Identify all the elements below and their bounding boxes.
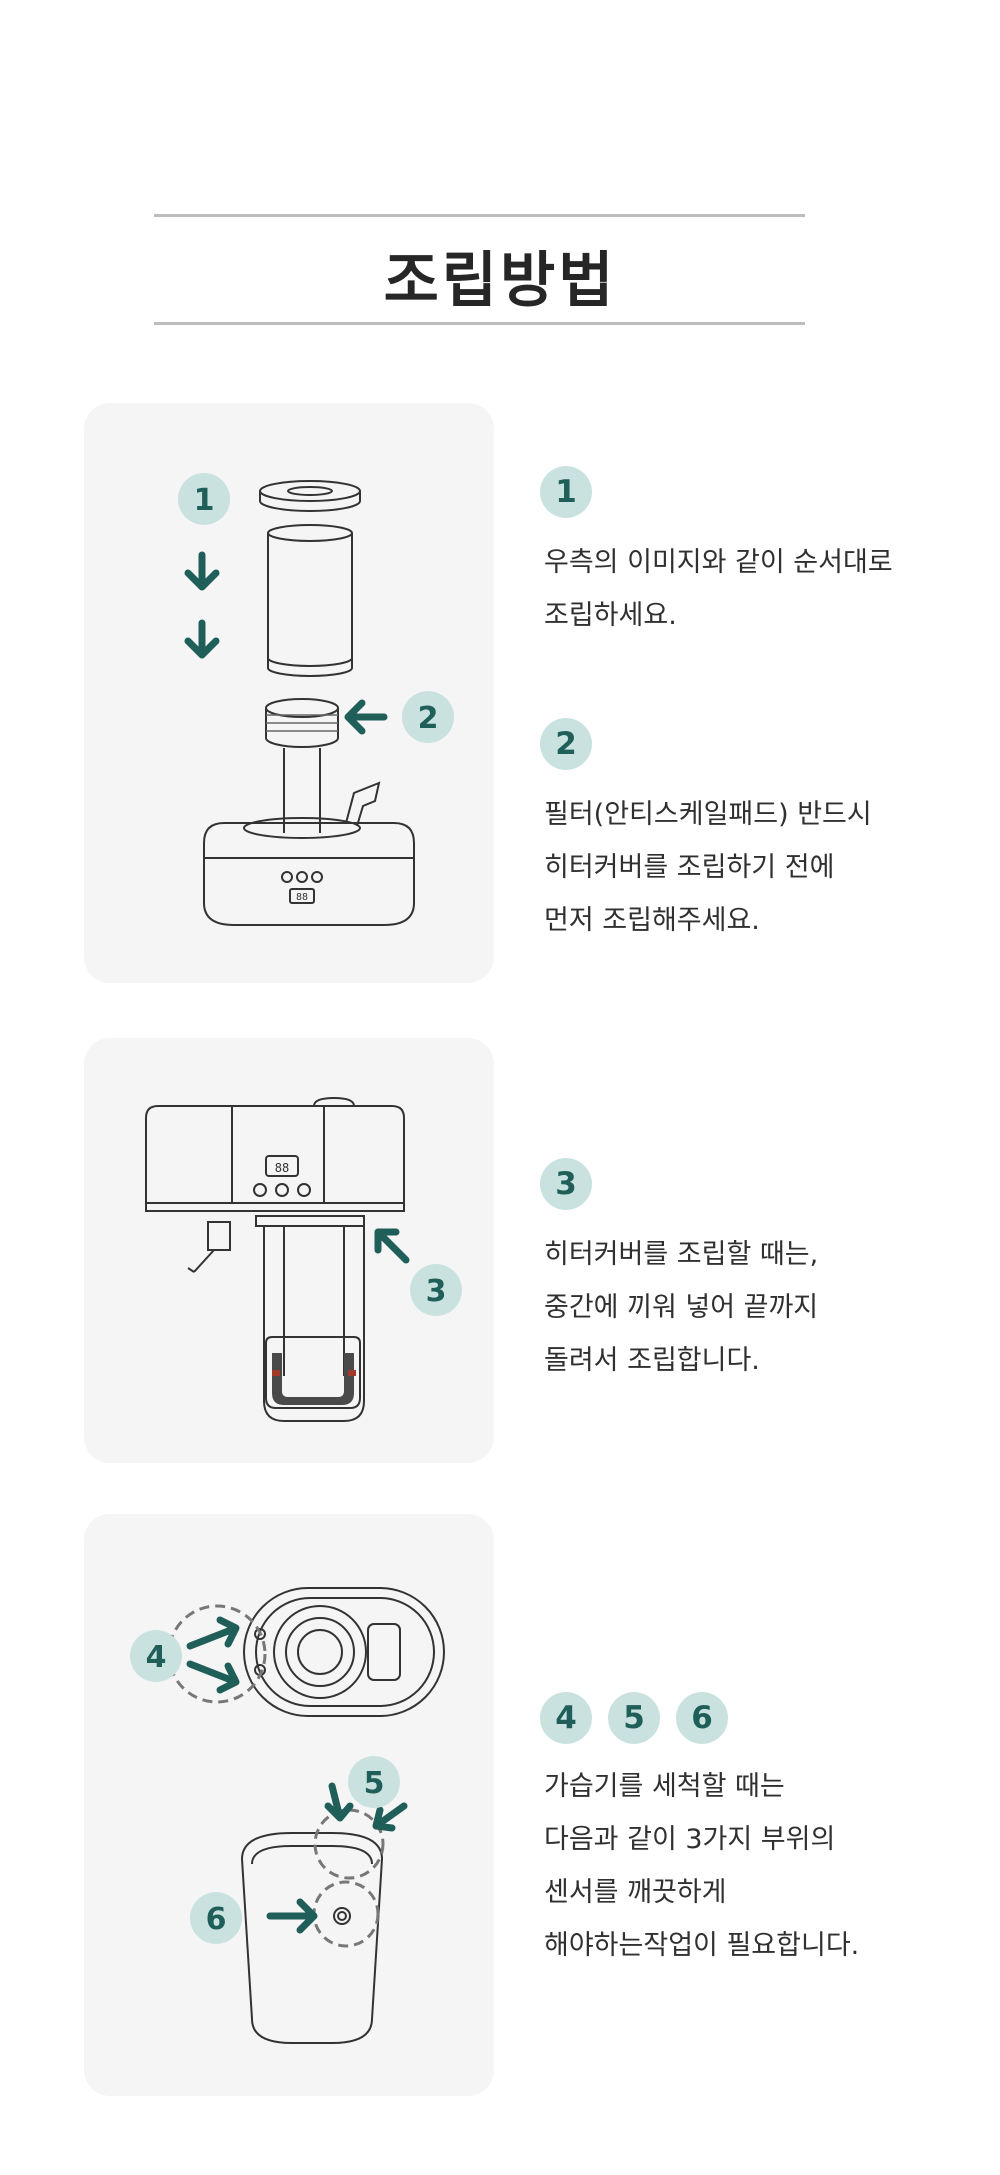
step-badge-6: 6 bbox=[676, 1692, 728, 1744]
callout-6: 6 bbox=[190, 1892, 242, 1944]
step-badge-3: 3 bbox=[540, 1158, 592, 1210]
step-2-line: 필터(안티스케일패드) 반드시 bbox=[544, 788, 872, 841]
sensor-cleaning-illustration-card: 4 5 6 bbox=[84, 1514, 494, 2096]
step-badge-2: 2 bbox=[540, 718, 592, 770]
assembly-diagram: 88 1 2 bbox=[84, 403, 494, 983]
display-readout: 88 bbox=[296, 892, 308, 903]
step-2-line: 먼저 조립해주세요. bbox=[544, 894, 872, 947]
svg-text:2: 2 bbox=[418, 701, 439, 736]
step-1-description: 우측의 이미지와 같이 순서대로 조립하세요. bbox=[544, 536, 893, 642]
title-top-rule bbox=[154, 214, 805, 217]
step-1-line: 조립하세요. bbox=[544, 589, 893, 642]
svg-text:5: 5 bbox=[364, 1766, 385, 1801]
callout-3: 3 bbox=[410, 1264, 462, 1316]
step-4-6-line: 다음과 같이 3가지 부위의 bbox=[544, 1813, 859, 1866]
heater-cover-diagram: 88 3 bbox=[84, 1038, 494, 1463]
title-bottom-rule bbox=[154, 322, 805, 325]
step-badge-4: 4 bbox=[540, 1692, 592, 1744]
callout-2: 2 bbox=[402, 691, 454, 743]
svg-text:6: 6 bbox=[206, 1902, 227, 1937]
sensor-cleaning-diagram: 4 5 6 bbox=[84, 1514, 494, 2096]
step-2-description: 필터(안티스케일패드) 반드시 히터커버를 조립하기 전에 먼저 조립해주세요. bbox=[544, 788, 872, 947]
svg-text:1: 1 bbox=[194, 483, 215, 518]
left-arrow-icon bbox=[348, 703, 384, 731]
callout-5: 5 bbox=[348, 1756, 400, 1808]
callout-1: 1 bbox=[178, 473, 230, 525]
svg-text:4: 4 bbox=[146, 1640, 167, 1675]
step-4-6-line: 가습기를 세척할 때는 bbox=[544, 1760, 859, 1813]
down-arrow-icon bbox=[188, 555, 216, 655]
diagonal-arrow-icon bbox=[378, 1232, 406, 1260]
step-2-line: 히터커버를 조립하기 전에 bbox=[544, 841, 872, 894]
step-3-description: 히터커버를 조립할 때는, 중간에 끼워 넣어 끝까지 돌려서 조립합니다. bbox=[544, 1228, 818, 1387]
step-3-line: 히터커버를 조립할 때는, bbox=[544, 1228, 818, 1281]
step-3-line: 중간에 끼워 넣어 끝까지 bbox=[544, 1281, 818, 1334]
display-readout: 88 bbox=[275, 1161, 289, 1175]
step-4-6-description: 가습기를 세척할 때는 다음과 같이 3가지 부위의 센서를 깨끗하게 해야하는… bbox=[544, 1760, 859, 1972]
step-4-6-line: 센서를 깨끗하게 bbox=[544, 1866, 859, 1919]
step-badge-1: 1 bbox=[540, 466, 592, 518]
step-4-6-line: 해야하는작업이 필요합니다. bbox=[544, 1919, 859, 1972]
callout-4: 4 bbox=[130, 1630, 182, 1682]
step-1-line: 우측의 이미지와 같이 순서대로 bbox=[544, 536, 893, 589]
step-badge-5: 5 bbox=[608, 1692, 660, 1744]
assembly-illustration-card: 88 1 2 bbox=[84, 403, 494, 983]
step-3-line: 돌려서 조립합니다. bbox=[544, 1334, 818, 1387]
svg-text:3: 3 bbox=[426, 1274, 447, 1309]
heater-cover-illustration-card: 88 3 bbox=[84, 1038, 494, 1463]
page-title: 조립방법 bbox=[0, 232, 1000, 319]
